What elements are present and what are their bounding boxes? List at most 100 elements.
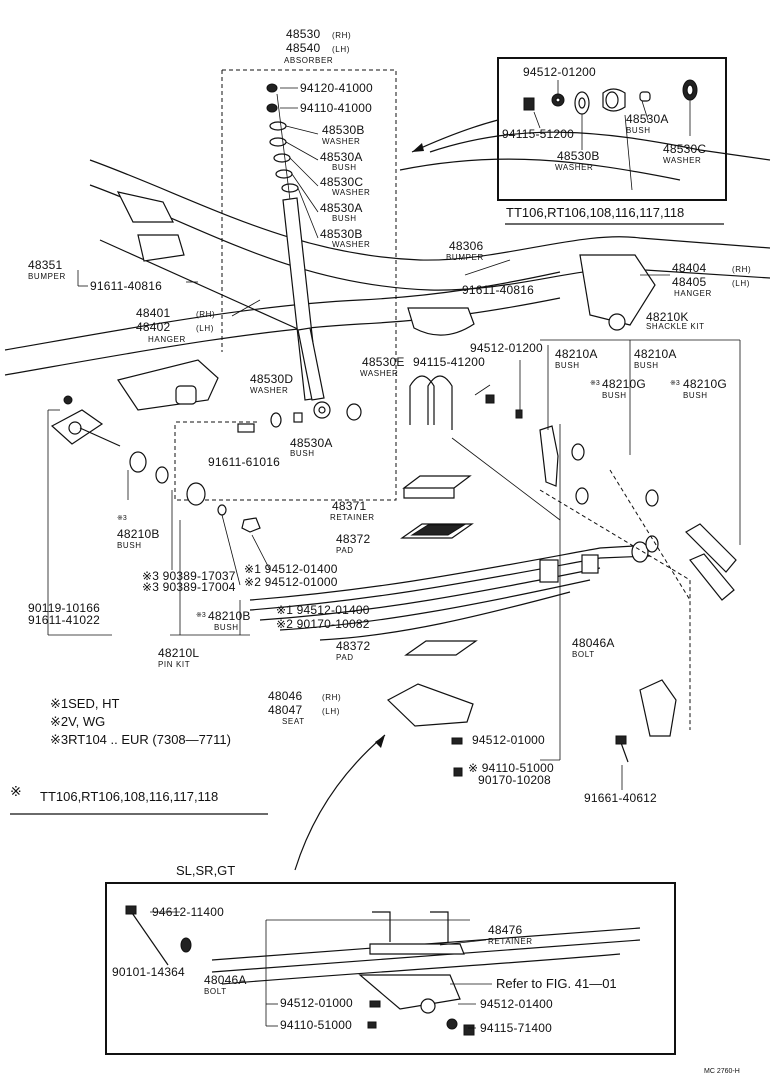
nut-94512-01200: 94512-01200 <box>470 341 543 355</box>
bottom-retainer-part: 48476 <box>488 923 523 937</box>
nut-90170-10082: ※2 90170-10082 <box>276 617 370 631</box>
pin-kit-desc: PIN KIT <box>158 660 191 669</box>
inset-part-48530B-desc: WASHER <box>555 163 594 172</box>
hanger-left-shape <box>117 359 219 411</box>
absorber-box <box>174 69 397 501</box>
washer-90389-17037: ※3 90389-17037 <box>142 569 236 583</box>
inset-part-94512-01200: 94512-01200 <box>523 65 596 79</box>
seat-part-lh: 48047 <box>268 703 303 717</box>
bolt-90119-10166: 90119-10166 <box>28 601 101 615</box>
top-inset-parts <box>523 79 698 115</box>
pad-48372-a-desc: PAD <box>336 546 354 555</box>
note-1-mark: ※1 <box>50 696 69 711</box>
seat-desc: SEAT <box>282 717 305 726</box>
bottom-nut-94115-71400: 94115-71400 <box>480 1021 553 1035</box>
bottom-nut-94512-01000: 94512-01000 <box>280 996 353 1010</box>
pad-48372-b-desc: PAD <box>336 653 354 662</box>
bottom-refer: Refer to FIG. 41—01 <box>496 976 617 991</box>
bottom-bolt-94612-11400: 94612-11400 <box>152 905 225 919</box>
shackle-parts <box>539 425 737 601</box>
applicability-mark: ※ <box>10 783 22 799</box>
top-inset-arrow <box>411 119 499 153</box>
note-1: ※1SED, HT <box>50 697 119 710</box>
bush-48210B-b-desc: BUSH <box>214 623 239 632</box>
nut-94512-01400-b: ※1 94512-01400 <box>276 603 370 617</box>
hanger-right-lh: (LH) <box>732 279 750 288</box>
washer-48530E-desc: WASHER <box>360 369 399 378</box>
absorber-item-94110-41000: 94110-41000 <box>300 101 373 115</box>
bolt-91611-40816-left: 91611-40816 <box>90 279 163 293</box>
inset-part-48530C: 48530C <box>663 142 707 156</box>
absorber-lower-parts <box>237 403 362 433</box>
absorber-part-lh: 48540 <box>286 41 321 55</box>
hanger-left-part-lh: 48402 <box>136 320 171 334</box>
bolt-91661-40612: 91661-40612 <box>584 791 657 805</box>
top-inset-border <box>497 57 727 201</box>
note-3: ※3RT104 .. EUR (7308—7711) <box>50 733 231 746</box>
absorber-part-rh: 48530 <box>286 27 321 41</box>
bush-48210G-1-mark: ※3 <box>590 380 600 387</box>
bottom-bolt-90101-14364: 90101-14364 <box>112 965 185 979</box>
applicability-text: TT106,RT106,108,116,117,118 <box>40 789 219 804</box>
bottom-retainer-desc: RETAINER <box>488 937 533 946</box>
note-2-text: V, WG <box>68 714 106 729</box>
bumper-left-part: 48351 <box>28 258 63 272</box>
seat-shape <box>386 683 474 727</box>
absorber-stack <box>266 83 299 201</box>
seat-lh: (LH) <box>322 707 340 716</box>
bottom-bolt-desc: BOLT <box>204 987 227 996</box>
inset-part-48530A-desc: BUSH <box>626 126 651 135</box>
inset-part-48530C-desc: WASHER <box>663 156 702 165</box>
bush-48210A-2-desc: BUSH <box>634 361 659 370</box>
pad-48372-a-part: 48372 <box>336 532 371 546</box>
bush-48210G-2-part: 48210G <box>683 377 727 391</box>
washer-48530E-part: 48530E <box>362 355 405 369</box>
nut-94115-41200: 94115-41200 <box>413 355 486 369</box>
note-2: ※2V, WG <box>50 715 105 728</box>
seat-part-rh: 48046 <box>268 689 303 703</box>
bolt-91611-41022: 91611-41022 <box>28 613 101 627</box>
bush-48210G-2-mark: ※3 <box>670 380 680 387</box>
hanger-left-rh: (RH) <box>196 310 216 319</box>
absorber-item-48530A-mid-desc: BUSH <box>332 214 357 223</box>
nut-94512-01000-b: 94512-01000 <box>472 733 545 747</box>
bush-48210G-2-desc: BUSH <box>683 391 708 400</box>
bolt-91611-40816-right: 91611-40816 <box>462 283 535 297</box>
hanger-right-part-lh: 48405 <box>672 275 707 289</box>
bottom-inset-leaders <box>150 911 492 1029</box>
lower-right-bracket <box>639 679 677 737</box>
note-3-text: RT104 .. EUR (7308—7711) <box>68 732 231 747</box>
hanger-left-desc: HANGER <box>148 335 186 344</box>
absorber-item-48530B-bottom-desc: WASHER <box>332 240 371 249</box>
absorber-item-94120-41000: 94120-41000 <box>300 81 373 95</box>
bush-48210B-a-mark: ※3 <box>117 515 127 522</box>
note-3-mark: ※3 <box>50 732 69 747</box>
absorber-item-48530B-top: 48530B <box>322 123 365 137</box>
bush-48210B-a-part: 48210B <box>117 527 160 541</box>
frame-rails <box>4 131 771 376</box>
inset-part-48530B: 48530B <box>557 149 600 163</box>
absorber-item-48530C-desc: WASHER <box>332 188 371 197</box>
pad-48372-lower-shape <box>404 640 478 656</box>
bottom-bolt-part: 48046A <box>204 973 247 987</box>
note-1-text: SED, HT <box>68 696 120 711</box>
absorber-item-48530A-mid: 48530A <box>320 201 363 215</box>
u-bolt <box>409 375 453 430</box>
absorber-lh: (LH) <box>332 45 350 54</box>
pin-kit-part: 48210L <box>158 646 200 660</box>
nut-94512-01000-a: ※2 94512-01000 <box>244 575 338 589</box>
shackle-kit-desc: SHACKLE KIT <box>646 322 705 331</box>
bumper-right-desc: BUMPER <box>446 253 484 262</box>
leader-lines <box>47 87 741 790</box>
washer-48530D-part: 48530D <box>250 372 294 386</box>
absorber-item-48530B-bottom: 48530B <box>320 227 363 241</box>
bumper-right-shape <box>407 307 475 336</box>
bush-48210G-1-part: 48210G <box>602 377 646 391</box>
inset-part-94115-51200: 94115-51200 <box>502 127 575 141</box>
inset-applies-to: TT106,RT106,108,116,117,118 <box>506 205 685 220</box>
bottom-inset-drawing <box>125 905 641 1036</box>
absorber-item-48530A-top: 48530A <box>320 150 363 164</box>
bolt-48046A-part: 48046A <box>572 636 615 650</box>
